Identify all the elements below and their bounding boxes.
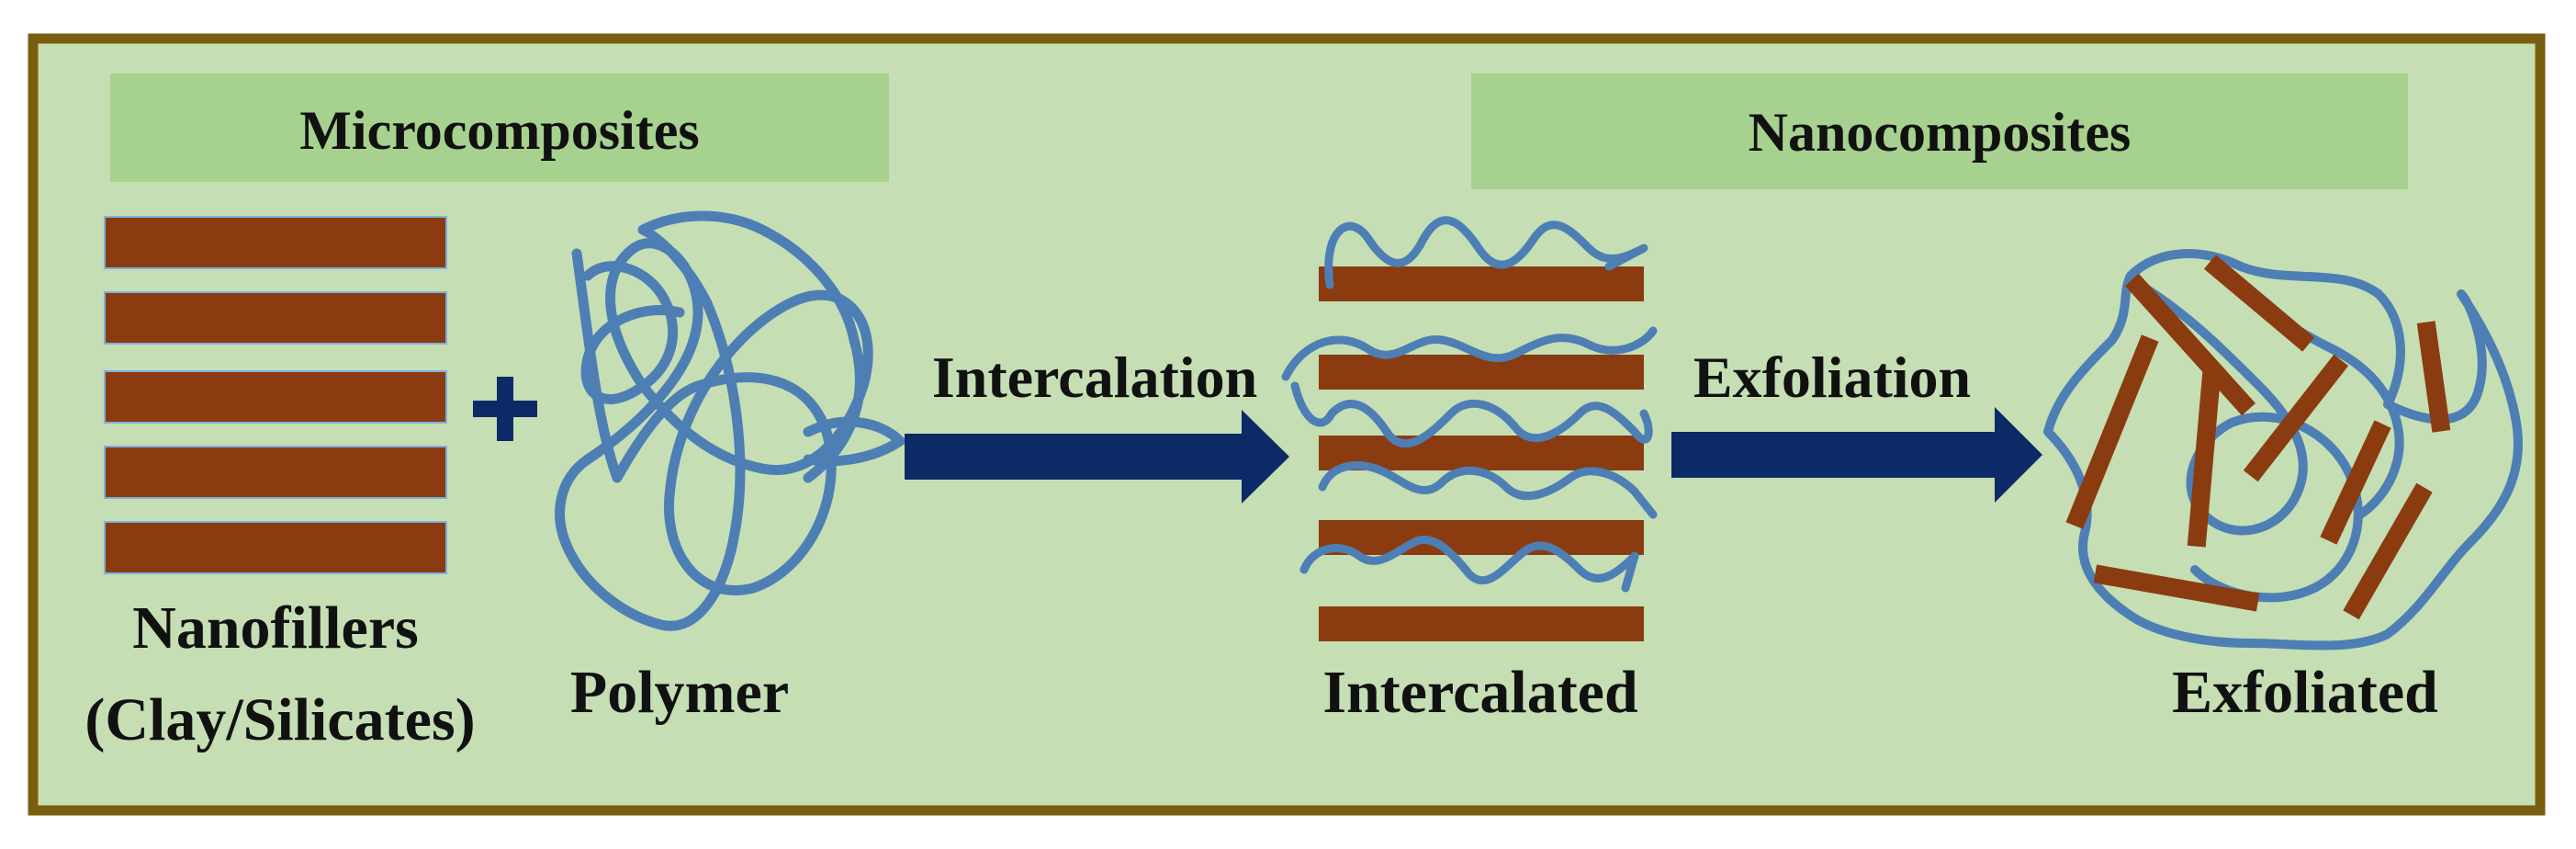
nanofiller-stack xyxy=(104,216,447,574)
clay-platelet xyxy=(2125,273,2255,416)
clay-platelet xyxy=(2203,255,2315,352)
clay-layer xyxy=(104,216,447,269)
plus-icon xyxy=(473,377,537,441)
exfoliated-structure xyxy=(2043,249,2523,651)
clay-platelet xyxy=(2093,564,2260,612)
clay-layer xyxy=(104,370,447,424)
polymer-chain xyxy=(555,210,873,631)
polymer-chain xyxy=(1318,461,1658,519)
nanocomposites-header: Nanocomposites xyxy=(1749,102,2132,163)
clay-layer xyxy=(1319,520,1644,555)
microcomposites-header-box xyxy=(110,74,889,182)
clay-platelet xyxy=(2187,371,2222,548)
exfoliation-label: Exfoliation xyxy=(1693,345,1971,410)
polymer-chain xyxy=(1290,381,1653,448)
polymer-chain xyxy=(1299,535,1639,593)
clay-layer xyxy=(104,521,447,574)
clay-platelet xyxy=(2416,321,2451,433)
intercalated-structure xyxy=(1281,216,1658,641)
intercalation-arrow xyxy=(905,410,1289,504)
polymer-label: Polymer xyxy=(570,659,789,726)
clay-layer xyxy=(1319,266,1644,301)
clay-platelet xyxy=(2065,334,2159,529)
clay-platelet xyxy=(2243,354,2349,482)
clay-layer xyxy=(104,446,447,499)
intercalated-label: Intercalated xyxy=(1322,659,1637,726)
clay-platelet xyxy=(2320,420,2391,545)
nanofillers-sublabel: (Clay/Silicates) xyxy=(84,686,475,753)
clay-layer xyxy=(104,291,447,345)
exfoliation-arrow xyxy=(1671,407,2042,503)
intercalation-label: Intercalation xyxy=(932,345,1257,410)
clay-layer xyxy=(1319,355,1644,390)
polymer-chain xyxy=(580,261,685,404)
polymer-chain xyxy=(1281,326,1658,381)
nanocomposites-header-box xyxy=(1471,74,2408,189)
polymer-chain xyxy=(803,416,906,467)
exfoliated-label: Exfoliated xyxy=(2172,659,2438,726)
polymer-chain xyxy=(1324,216,1648,289)
clay-layer xyxy=(1319,606,1644,641)
nanofillers-label: Nanofillers xyxy=(132,594,419,662)
microcomposites-header: Microcomposites xyxy=(299,100,699,161)
clay-platelet xyxy=(2343,482,2433,620)
